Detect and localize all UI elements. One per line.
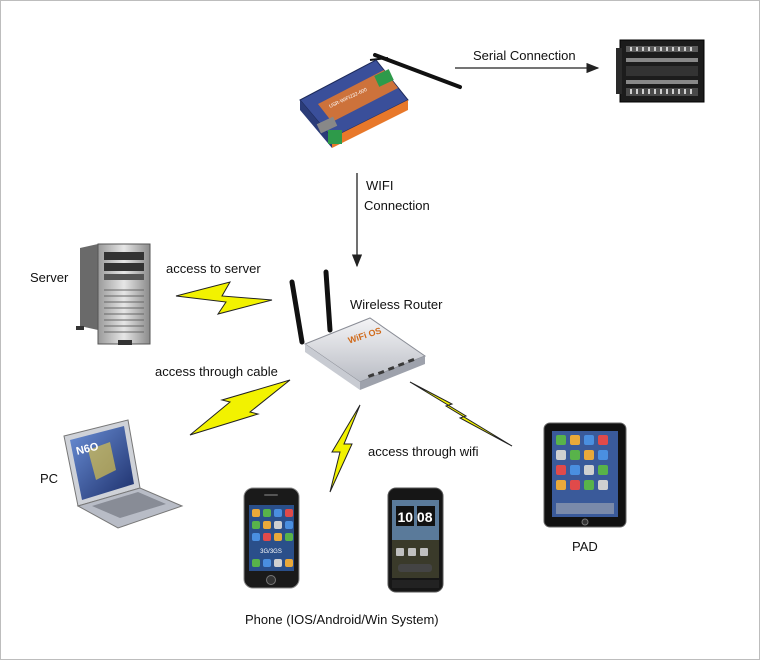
access-to-server-label: access to server	[166, 261, 261, 276]
serial-wifi-converter-icon: USR-WIFI232-600	[299, 53, 462, 148]
lightning-icon-phone	[329, 404, 361, 493]
phone-label: Phone (IOS/Android/Win System)	[245, 612, 439, 627]
pc-label: PC	[40, 471, 59, 486]
laptop-icon: N6O	[63, 419, 184, 529]
server-tower-icon	[76, 243, 151, 345]
wifi-connection-label-line1: WIFI	[366, 178, 394, 193]
pad-label: PAD	[572, 539, 598, 554]
wireless-router-icon: WiFi OS	[289, 269, 427, 390]
serial-connection-label: Serial Connection	[473, 48, 576, 63]
lightning-icon-pad	[409, 381, 513, 447]
android-phone-icon: 10 08	[387, 487, 444, 593]
lightning-icon-server	[175, 281, 273, 315]
phone-clock-text: 10 08	[397, 509, 432, 525]
tablet-icon	[543, 422, 627, 528]
iphone-icon: 3G/3GS	[243, 487, 300, 589]
server-label: Server	[30, 270, 69, 285]
wifi-connection-label-line2: Connection	[364, 198, 430, 213]
wireless-router-label: Wireless Router	[350, 297, 443, 312]
lightning-icon-pc	[189, 379, 291, 436]
plc-icon	[616, 39, 705, 103]
access-through-wifi-label: access through wifi	[368, 444, 479, 459]
iphone-badge-text: 3G/3GS	[260, 549, 282, 555]
access-through-cable-label: access through cable	[155, 364, 278, 379]
pc-screen-text: N6O	[75, 441, 100, 458]
